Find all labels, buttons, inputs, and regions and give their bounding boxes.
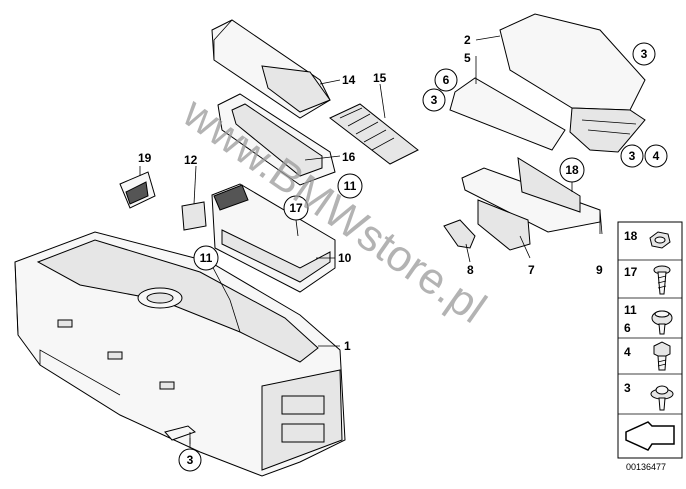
part-14-tray bbox=[211, 19, 331, 119]
center-console-part bbox=[14, 231, 346, 477]
callout-11-top: 11 bbox=[344, 179, 357, 193]
flange-screw-icon bbox=[650, 385, 674, 411]
part-19-bracket bbox=[119, 171, 156, 209]
callout-3-right: 3 bbox=[629, 149, 636, 163]
legend-label-6: 6 bbox=[624, 321, 631, 335]
callout-15: 15 bbox=[373, 71, 387, 85]
screw-icon bbox=[653, 265, 671, 295]
callout-6: 6 bbox=[443, 73, 450, 87]
callout-16: 16 bbox=[342, 150, 356, 164]
callout-17: 17 bbox=[289, 201, 303, 215]
callout-3-top: 3 bbox=[641, 47, 648, 61]
callouts: 1 2 3 3 3 3 4 5 6 7 8 9 10 11 11 12 14 1… bbox=[138, 33, 668, 472]
part-15-mat bbox=[329, 103, 419, 165]
callout-18: 18 bbox=[565, 163, 579, 177]
part-7-9-bracket bbox=[461, 157, 603, 251]
clip-nut-icon bbox=[649, 231, 671, 249]
reference-number: 00136477 bbox=[626, 462, 666, 472]
part-5-pad bbox=[449, 77, 566, 151]
callout-2: 2 bbox=[464, 33, 471, 47]
legend-label-11: 11 bbox=[624, 303, 637, 317]
callout-12: 12 bbox=[184, 153, 198, 167]
legend-label-17: 17 bbox=[624, 265, 638, 279]
callout-8: 8 bbox=[467, 263, 474, 277]
hex-bolt-icon bbox=[653, 341, 671, 371]
legend-label-3: 3 bbox=[624, 381, 631, 395]
part-16-frame bbox=[217, 93, 336, 186]
callout-14: 14 bbox=[342, 73, 356, 87]
legend-label-4: 4 bbox=[624, 345, 631, 359]
callout-5: 5 bbox=[464, 51, 471, 65]
callout-19: 19 bbox=[138, 151, 152, 165]
part-12-pad bbox=[181, 201, 207, 231]
fastener-legend: 18 17 11 6 4 3 bbox=[617, 221, 683, 459]
legend-label-18: 18 bbox=[624, 229, 638, 243]
part-8-handle bbox=[443, 219, 476, 249]
callout-9: 9 bbox=[596, 263, 603, 277]
callout-3-bottom: 3 bbox=[187, 453, 194, 467]
callout-4: 4 bbox=[653, 149, 660, 163]
arrow-icon bbox=[625, 421, 675, 451]
part-2-armrest-lid bbox=[499, 13, 646, 153]
callout-10: 10 bbox=[338, 251, 352, 265]
round-head-screw-icon bbox=[651, 310, 673, 335]
callout-1: 1 bbox=[344, 339, 351, 353]
callout-3-left: 3 bbox=[431, 93, 438, 107]
callout-11-bottom: 11 bbox=[200, 251, 213, 265]
callout-7: 7 bbox=[528, 263, 535, 277]
part-10-storage-box bbox=[211, 183, 336, 293]
